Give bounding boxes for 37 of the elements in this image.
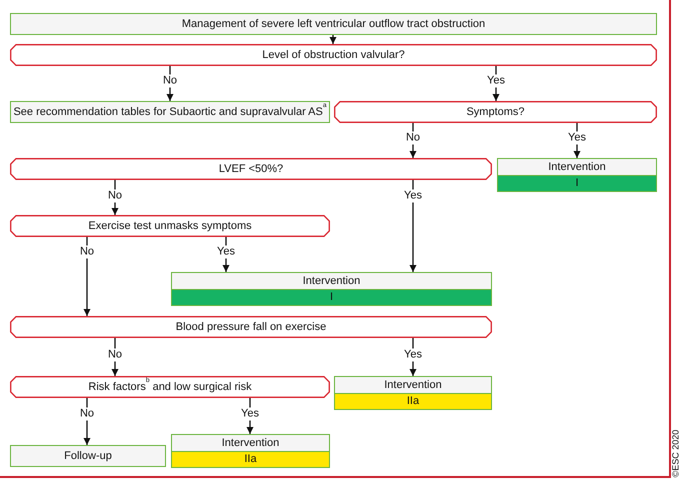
edge-label: Yes — [239, 408, 261, 420]
copyright-note: ©ESC 2020 — [670, 428, 681, 480]
decision-text: Level of obstruction valvular? — [262, 49, 405, 61]
decision-text: Blood pressure fall on exercise — [176, 321, 326, 333]
decision-text: LVEF <50%? — [218, 163, 284, 175]
arrow — [84, 237, 90, 316]
edge-label: No — [106, 190, 124, 202]
arrow — [410, 338, 416, 376]
class-band: I — [498, 174, 656, 191]
edge-label: No — [160, 74, 180, 88]
arrow — [330, 35, 336, 44]
edge-label: Yes — [402, 348, 424, 362]
recommendation-box — [497, 158, 657, 192]
outcome-box — [10, 445, 166, 467]
outcome-box — [10, 101, 330, 123]
edge-label: No — [78, 246, 96, 258]
box-text: Management of severe left ventricular outflow tract obstruction — [182, 18, 486, 30]
edge-label: No — [106, 348, 124, 362]
class-band: I — [172, 288, 491, 305]
edge-label: No — [404, 132, 422, 144]
box-text: See recommendation tables for Subaortic and supravalvular AS$^{a}$ — [13, 106, 327, 118]
edge-label: Yes — [566, 132, 588, 144]
recommendation-box — [171, 434, 330, 468]
recommendation-box — [334, 376, 492, 410]
decision-text: Exercise test unmasks symptoms — [88, 220, 252, 232]
outcome-box — [10, 13, 657, 35]
class-band: IIa — [172, 450, 329, 467]
box-text: Follow-up — [64, 450, 112, 462]
class-band: IIa — [335, 392, 491, 409]
edge-label: Yes — [402, 190, 424, 202]
recommendation-box — [171, 272, 492, 306]
edge-label: Yes — [215, 246, 237, 258]
arrow — [246, 398, 254, 434]
edge-label: Yes — [485, 74, 507, 88]
arrow — [410, 180, 416, 272]
edge-label: No — [78, 408, 96, 420]
decision-text: Symptoms? — [466, 106, 525, 118]
